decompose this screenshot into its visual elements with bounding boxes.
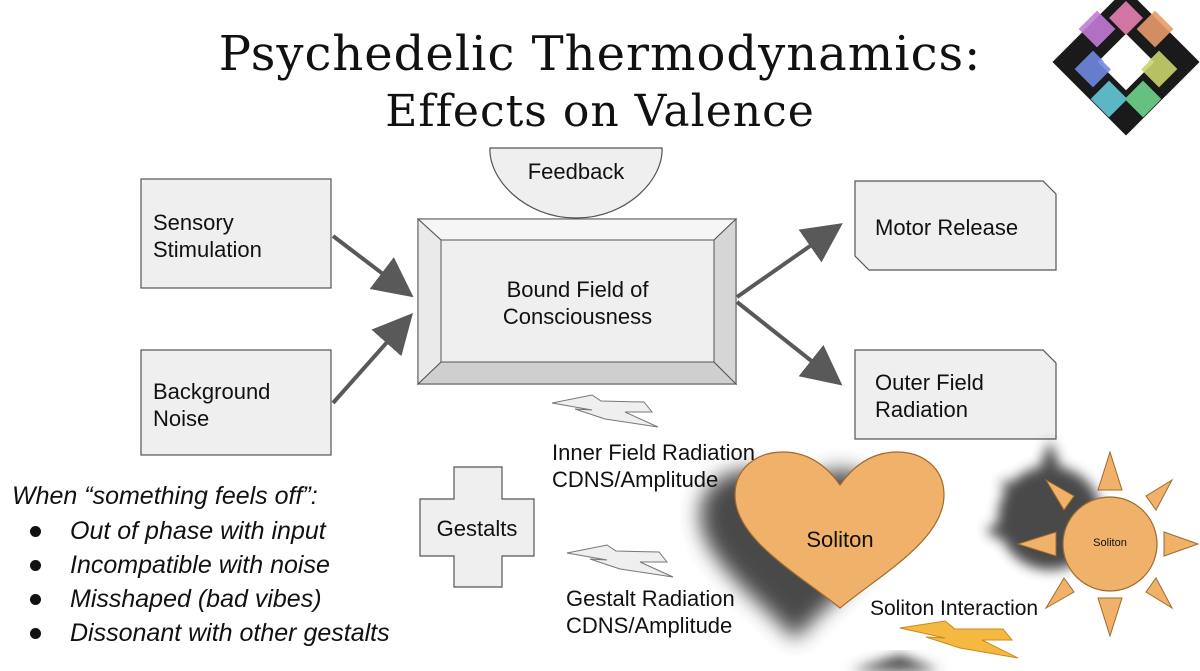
sensory-stimulation-box [140,178,332,289]
arrow-field-to-outer [735,300,843,386]
motor-release-box [854,180,1057,271]
page-subtitle: Effects on Valence [385,86,815,137]
inner-radiation-bolt-icon [551,394,659,428]
note-heading: When “something feels off”: [12,482,318,510]
gestalt-radiation-bolt-icon [566,544,674,578]
gestalts-label: Gestalts [436,516,518,541]
gestalts-shape [419,466,535,588]
note-list: Out of phase with input Incompatible wit… [12,514,432,650]
soliton-heart-label: Soliton [806,527,874,552]
soliton-sun-label: Soliton [1093,537,1127,549]
bound-field-box [416,217,738,386]
list-item: Incompatible with noise [12,548,432,582]
soliton-heart-shape [734,451,945,609]
page-title: Psychedelic Thermodynamics: [218,26,982,82]
bottom-shadow [850,655,940,671]
outer-field-box [854,349,1057,440]
list-item: Out of phase with input [12,514,432,548]
feels-off-note: When “something feels off”: Out of phase… [12,480,432,650]
arrow-noise-to-field [331,313,413,405]
motor-release-label: Motor Release [875,215,1019,240]
soliton-interaction-label: Soliton Interaction [870,597,1039,620]
feedback-shape [489,147,663,219]
arrow-sensory-to-field [331,234,414,298]
soliton-interaction-bolt-icon [899,620,1019,659]
arrow-field-to-motor [735,223,843,299]
list-item: Misshaped (bad vibes) [12,582,432,616]
soliton-sun-shape [1016,450,1200,638]
diamond-ring-logo [1052,0,1200,136]
feedback-label: Feedback [527,159,625,184]
background-noise-box [140,349,332,456]
list-item: Dissonant with other gestalts [12,616,432,650]
